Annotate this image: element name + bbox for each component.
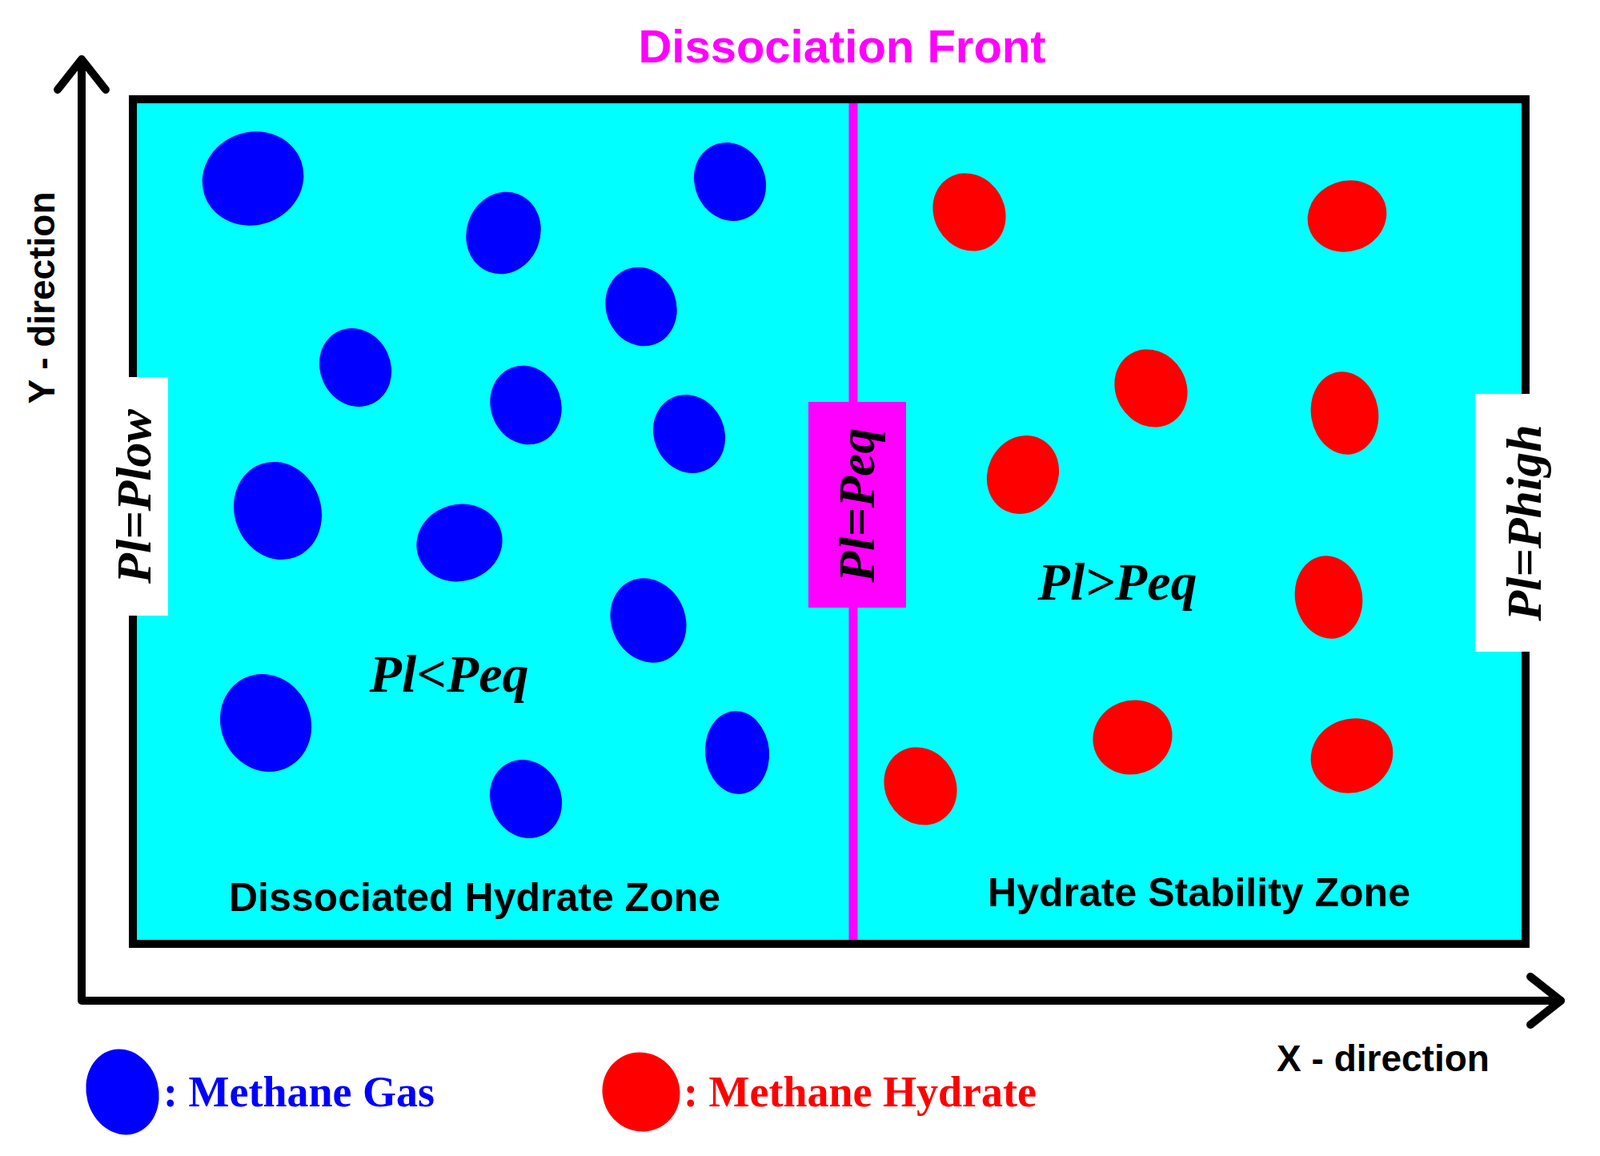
x-arrowhead [1530,976,1561,1025]
pressure-condition: Pl=Plow [105,409,163,584]
stability-zone: Pl>PeqHydrate Stability Zone [852,99,1526,944]
front-title: Dissociation Front [637,20,1046,74]
legend-text: : Methane Hydrate [683,1066,1037,1117]
zone-name: Dissociated Hydrate Zone [228,874,721,922]
zone-name: Hydrate Stability Zone [987,870,1411,917]
axes [81,60,1561,1001]
pressure-condition: Pl=Phigh [1495,424,1553,622]
dissociated-zone: Pl<PeqDissociated Hydrate Zone [132,99,853,944]
porous-domain [132,99,1526,944]
legend-swatch-box [589,1039,694,1144]
boundary-label-box: Pl=Phigh [1475,393,1575,652]
pressure-condition: Pl>Peq [1038,551,1198,613]
legend-swatch [76,1040,169,1143]
methane-hydrate-particles [870,160,1404,839]
legend-text: : Methane Gas [163,1066,435,1117]
y-arrowhead [57,59,106,90]
front-condition-box: Pl=Peq [808,401,907,608]
methane-gas-bubbles [188,117,779,851]
axis-label: X - direction [1276,1037,1490,1080]
pressure-condition: Pl<Peq [369,643,530,705]
pressure-condition: Pl=Peq [827,427,887,582]
axis-label: Y - direction [20,192,64,405]
legend-swatch [589,1039,694,1144]
boundary-label-box: Pl=Plow [100,376,169,616]
legend-swatch-box [70,1039,175,1144]
